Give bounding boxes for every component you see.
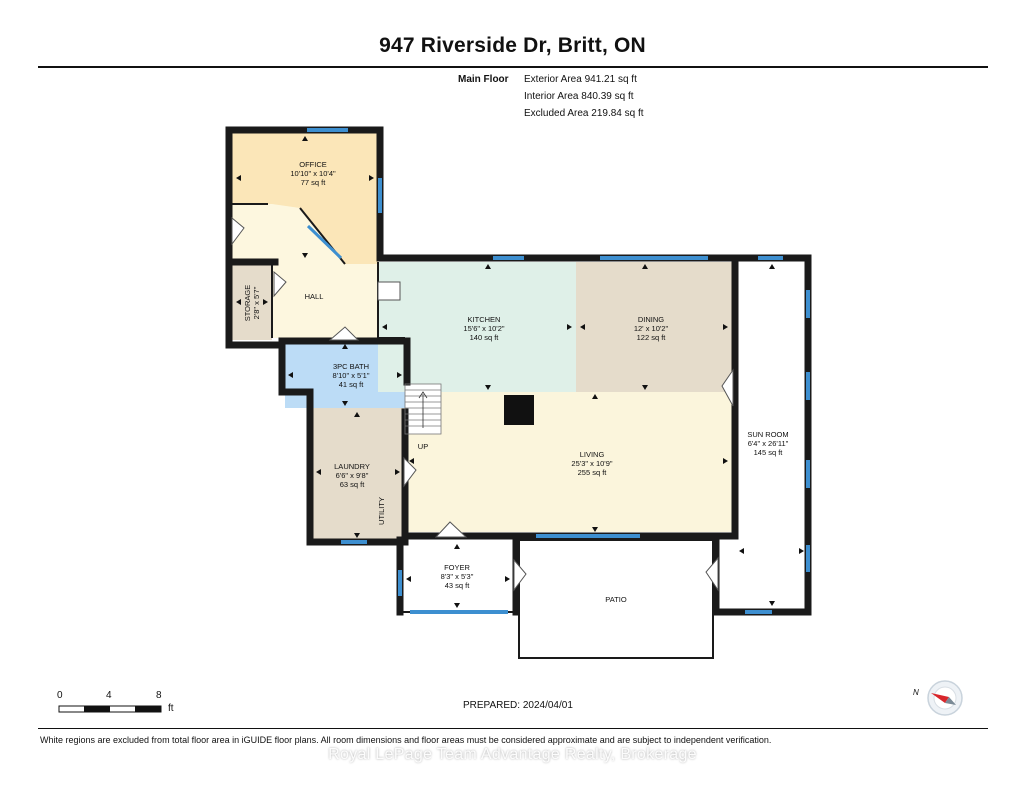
living-area: 255 sq ft bbox=[578, 468, 608, 477]
storage-name: STORAGE bbox=[243, 285, 252, 322]
bath-dims: 8'10" x 5'1" bbox=[333, 371, 370, 380]
sunroom-dims: 6'4" x 26'11" bbox=[748, 439, 789, 448]
dining-area: 122 sq ft bbox=[637, 333, 667, 342]
stairs bbox=[404, 383, 442, 435]
chimney bbox=[504, 395, 534, 425]
floor-label: Main Floor bbox=[458, 74, 509, 85]
prepared-date: PREPARED: 2024/04/01 bbox=[463, 700, 573, 711]
scale-tick-4: 4 bbox=[106, 690, 112, 701]
kitchen-fill bbox=[378, 262, 576, 392]
living-fill bbox=[405, 392, 732, 532]
utility-name: UTILITY bbox=[377, 497, 386, 525]
living-dims: 25'3" x 10'9" bbox=[571, 459, 612, 468]
office-name: OFFICE bbox=[299, 160, 327, 169]
foyer-area: 43 sq ft bbox=[445, 581, 471, 590]
kitchen-name: KITCHEN bbox=[468, 315, 501, 324]
scale-unit: ft bbox=[168, 703, 174, 714]
watermark: Royal LePage Team Advantage Realty, Brok… bbox=[328, 746, 697, 763]
header-rule bbox=[38, 66, 988, 68]
footer-rule bbox=[38, 728, 988, 729]
scale-tick-0: 0 bbox=[57, 690, 63, 701]
foyer-fill bbox=[402, 540, 514, 612]
hall-fill bbox=[232, 204, 378, 338]
kitchen-dims: 15'6" x 10'2" bbox=[463, 324, 504, 333]
foyer-name: FOYER bbox=[444, 563, 470, 572]
dimension-ticks bbox=[236, 136, 804, 608]
sunroom-name: SUN ROOM bbox=[747, 430, 788, 439]
patio-name: PATIO bbox=[605, 595, 627, 604]
laundry-area: 63 sq ft bbox=[340, 480, 366, 489]
laundry-name: LAUNDRY bbox=[334, 462, 370, 471]
compass bbox=[927, 680, 963, 716]
bath-name: 3PC BATH bbox=[333, 362, 369, 371]
dining-fill bbox=[576, 262, 732, 392]
windows bbox=[306, 128, 810, 614]
hall-name: HALL bbox=[305, 292, 324, 301]
disclaimer: White regions are excluded from total fl… bbox=[40, 735, 772, 745]
room-labels: OFFICE 10'10" x 10'4" 77 sq ft HALL STOR… bbox=[243, 160, 789, 604]
office-dims: 10'10" x 10'4" bbox=[290, 169, 336, 178]
sunroom-area: 145 sq ft bbox=[754, 448, 784, 457]
room-fills bbox=[232, 132, 807, 658]
stairs-up-label: UP bbox=[418, 442, 428, 451]
laundry-fill bbox=[312, 408, 405, 540]
doors bbox=[231, 216, 734, 592]
bath-area: 41 sq ft bbox=[339, 380, 365, 389]
interior-area: Interior Area 840.39 sq ft bbox=[524, 91, 634, 102]
excluded-area: Excluded Area 219.84 sq ft bbox=[524, 108, 644, 119]
office-area: 77 sq ft bbox=[301, 178, 327, 187]
patio-fill bbox=[519, 540, 713, 658]
storage-dims: 2'8" x 5'7" bbox=[252, 286, 261, 319]
living-name: LIVING bbox=[580, 450, 605, 459]
kitchen-area: 140 sq ft bbox=[470, 333, 500, 342]
scale-bar bbox=[58, 705, 162, 713]
dining-dims: 12' x 10'2" bbox=[634, 324, 669, 333]
scale-tick-8: 8 bbox=[156, 690, 162, 701]
sunroom-fill bbox=[735, 262, 807, 610]
compass-north-label: N bbox=[913, 688, 919, 697]
laundry-dims: 6'6" x 9'8" bbox=[336, 471, 369, 480]
page-title: 947 Riverside Dr, Britt, ON bbox=[379, 34, 646, 57]
exterior-area: Exterior Area 941.21 sq ft bbox=[524, 74, 637, 85]
foyer-dims: 8'3" x 5'3" bbox=[441, 572, 474, 581]
dining-name: DINING bbox=[638, 315, 664, 324]
